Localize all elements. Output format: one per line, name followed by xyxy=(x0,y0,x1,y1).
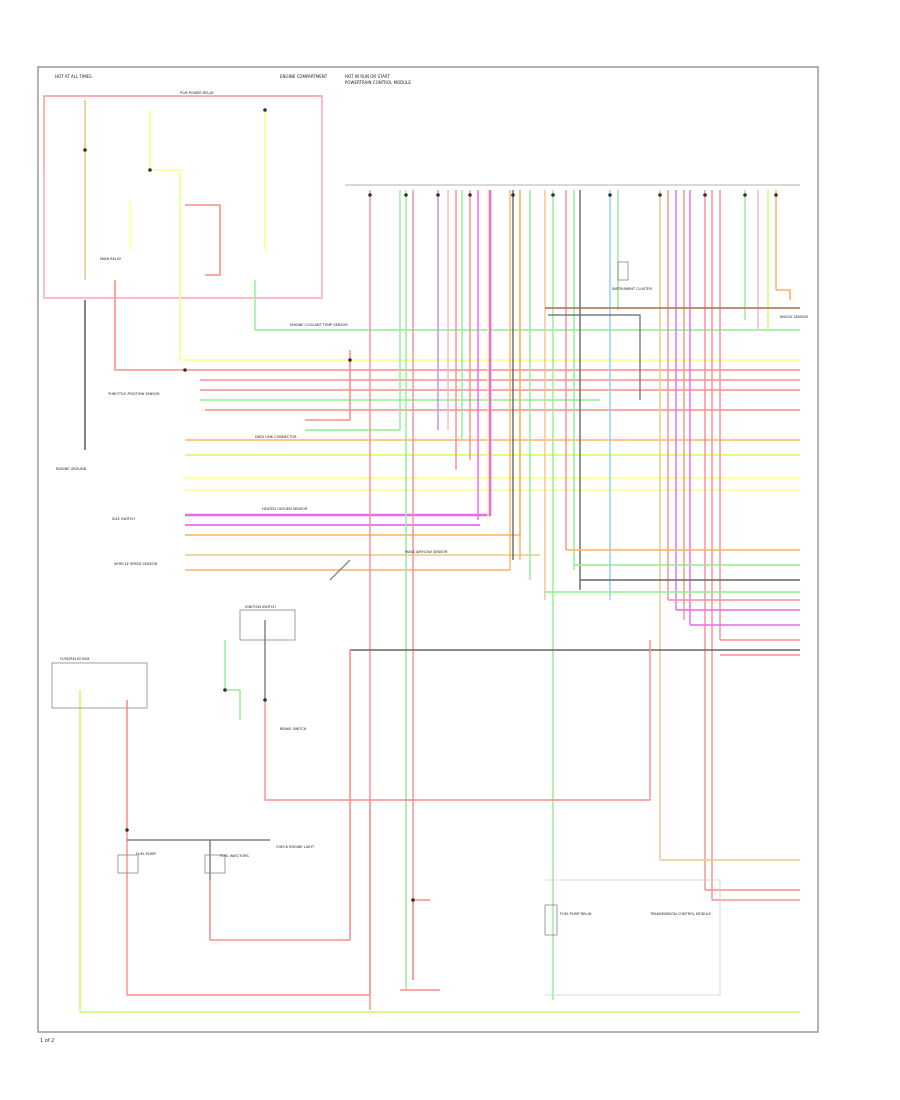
label-ecu-header-1: HOT IN RUN OR START xyxy=(345,74,390,79)
label-coolant-sensor: ENGINE COOLANT TEMP SENSOR xyxy=(290,323,348,327)
wire-15 xyxy=(305,350,351,421)
component-group xyxy=(51,108,778,936)
label-check-engine: CHECK ENGINE LIGHT xyxy=(276,845,315,849)
wire-26 xyxy=(329,559,351,581)
wire-8 xyxy=(254,280,800,331)
wire-0 xyxy=(43,96,323,299)
junction-dot xyxy=(658,193,662,197)
fuse-box-outline xyxy=(51,662,148,709)
injector-symbol xyxy=(204,854,226,874)
wire-group xyxy=(43,96,800,1013)
wire-75 xyxy=(548,314,641,400)
cluster-symbol xyxy=(617,261,629,281)
label-idle-switch: IDLE SWITCH xyxy=(112,517,135,521)
wire-7 xyxy=(114,280,200,371)
wire-81 xyxy=(264,640,651,801)
wire-25 xyxy=(185,190,511,571)
label-bottom-note: FUEL PUMP RELAY xyxy=(560,912,593,916)
junction-dot xyxy=(404,193,408,197)
label-fuse-block: FUSE/RELAY BOX xyxy=(60,657,90,661)
label-left-ground: ENGINE GROUND xyxy=(56,467,87,471)
label-center-top-module: ENGINE COMPARTMENT xyxy=(280,74,328,79)
label-throttle-sensor: THROTTLE POSITION SENSOR xyxy=(107,392,160,396)
junction-dot xyxy=(263,698,267,702)
junction-dot xyxy=(368,193,372,197)
junction-dot xyxy=(348,358,352,362)
label-main-relay: MAIN RELAY xyxy=(100,257,122,261)
wire-21 xyxy=(185,190,492,517)
relay-symbol xyxy=(544,904,558,936)
label-knock-sensor: KNOCK SENSOR xyxy=(780,315,809,319)
junction-dot xyxy=(436,193,440,197)
junction-dot xyxy=(223,688,227,692)
label-junction-top: PCM POWER RELAY xyxy=(180,91,215,95)
label-injectors: FUEL INJECTORS xyxy=(220,854,250,858)
label-o2-sensor: HEATED OXYGEN SENSOR xyxy=(262,507,308,511)
junction-dot xyxy=(608,193,612,197)
wire-84 xyxy=(412,899,430,980)
junction-dot xyxy=(125,828,129,832)
junction-dot xyxy=(183,368,187,372)
label-ecu-header-2: POWERTRAIN CONTROL MODULE xyxy=(345,80,411,85)
label-fuel-pump: FUEL PUMP xyxy=(136,852,156,856)
junction-dot xyxy=(263,108,267,112)
label-mass-airflow: MASS AIRFLOW SENSOR xyxy=(405,550,448,554)
junction-dot xyxy=(703,193,707,197)
ignition-relay-outline xyxy=(239,609,296,641)
wire-3 xyxy=(149,110,181,360)
wire-6 xyxy=(185,204,221,276)
label-instrument-cluster: INSTRUMENT CLUSTER xyxy=(612,287,652,291)
fuel-pump-symbol xyxy=(117,854,139,874)
label-bottom-right-module: TRANSMISSION CONTROL MODULE xyxy=(649,912,711,916)
label-data-link: DATA LINK CONNECTOR xyxy=(255,435,297,439)
junction-dot xyxy=(743,193,747,197)
wire-73 xyxy=(776,289,791,300)
junction-dot xyxy=(511,193,515,197)
junction-dot xyxy=(411,898,415,902)
wire-68 xyxy=(209,650,351,941)
wire-76 xyxy=(79,690,800,1013)
junction-dot xyxy=(468,193,472,197)
diagram-frame xyxy=(37,66,819,1033)
junction-dot xyxy=(551,193,555,197)
wire-16 xyxy=(305,190,401,431)
wire-79 xyxy=(224,640,241,720)
footer-text: 1 of 2 xyxy=(40,1038,54,1044)
label-brake-switch: BRAKE SWITCH xyxy=(280,727,307,731)
label-vss: VEHICLE SPEED SENSOR xyxy=(114,562,158,566)
label-ignition-switch: IGNITION SWITCH xyxy=(245,605,276,609)
wire-86 xyxy=(545,879,721,996)
junction-dot xyxy=(774,193,778,197)
junction-dot xyxy=(148,168,152,172)
wire-78 xyxy=(126,800,371,996)
junction-dot xyxy=(83,148,87,152)
label-top-left-module: HOT AT ALL TIMES xyxy=(55,74,92,79)
